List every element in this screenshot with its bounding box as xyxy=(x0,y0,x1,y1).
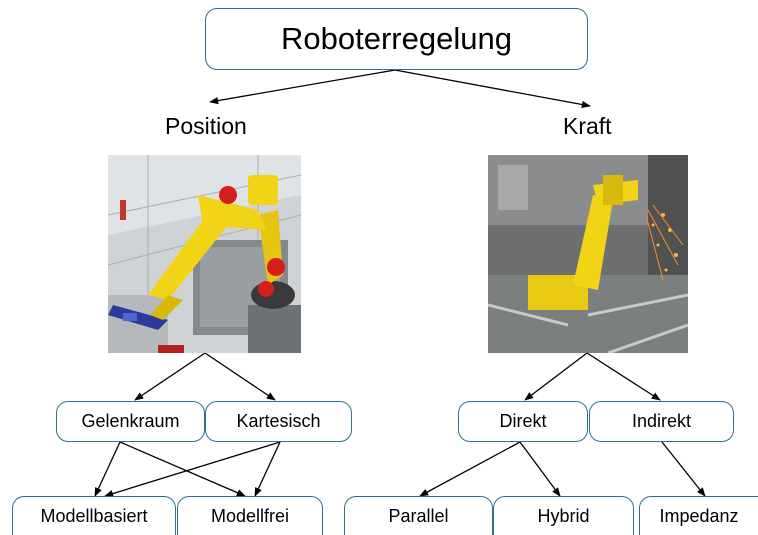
arrow-position-to-kartesisch xyxy=(204,352,276,401)
node-indirekt-label: Indirekt xyxy=(631,411,692,431)
arrow-gelenkraum-to-modellbasiert xyxy=(94,441,121,497)
branch-label-kraft: Kraft xyxy=(563,113,612,139)
root-node-label: Roboterregelung xyxy=(281,21,512,56)
position-robot-image xyxy=(108,155,301,353)
arrow-root-to-position xyxy=(209,69,396,105)
arrow-kartesisch-to-modellfrei xyxy=(254,441,281,497)
node-modellfrei: Modellfrei xyxy=(177,496,323,535)
arrow-kartesisch-to-modellbasiert xyxy=(104,441,281,498)
node-modellbasiert-label: Modellbasiert xyxy=(40,505,148,526)
node-kartesisch: Kartesisch xyxy=(205,401,352,442)
node-direkt-label: Direkt xyxy=(499,411,547,431)
node-direkt: Direkt xyxy=(458,401,588,442)
node-parallel: Parallel xyxy=(344,496,493,535)
arrow-root-to-kraft xyxy=(394,69,591,109)
node-hybrid-label: Hybrid xyxy=(537,505,590,526)
root-node: Roboterregelung xyxy=(205,8,588,70)
arrow-position-to-gelenkraum xyxy=(134,352,206,401)
node-impedanz-label: Impedanz xyxy=(659,505,739,526)
node-modellbasiert: Modellbasiert xyxy=(12,496,176,535)
node-gelenkraum-label: Gelenkraum xyxy=(81,411,180,431)
arrow-direkt-to-hybrid xyxy=(519,441,561,497)
arrow-kraft-to-indirekt xyxy=(586,352,661,401)
arrow-indirekt-to-impedanz xyxy=(661,441,706,497)
node-impedanz: Impedanz xyxy=(639,496,758,535)
node-kartesisch-label: Kartesisch xyxy=(236,411,321,431)
kraft-robot-image xyxy=(488,155,688,353)
node-indirekt: Indirekt xyxy=(589,401,734,442)
node-parallel-label: Parallel xyxy=(388,505,449,526)
node-modellfrei-label: Modellfrei xyxy=(210,505,290,526)
arrow-direkt-to-parallel xyxy=(419,441,521,497)
arrow-kraft-to-direkt xyxy=(524,352,588,401)
arrow-gelenkraum-to-modellfrei xyxy=(119,441,246,497)
node-gelenkraum: Gelenkraum xyxy=(56,401,205,442)
node-hybrid: Hybrid xyxy=(493,496,634,535)
branch-label-position: Position xyxy=(165,113,247,139)
